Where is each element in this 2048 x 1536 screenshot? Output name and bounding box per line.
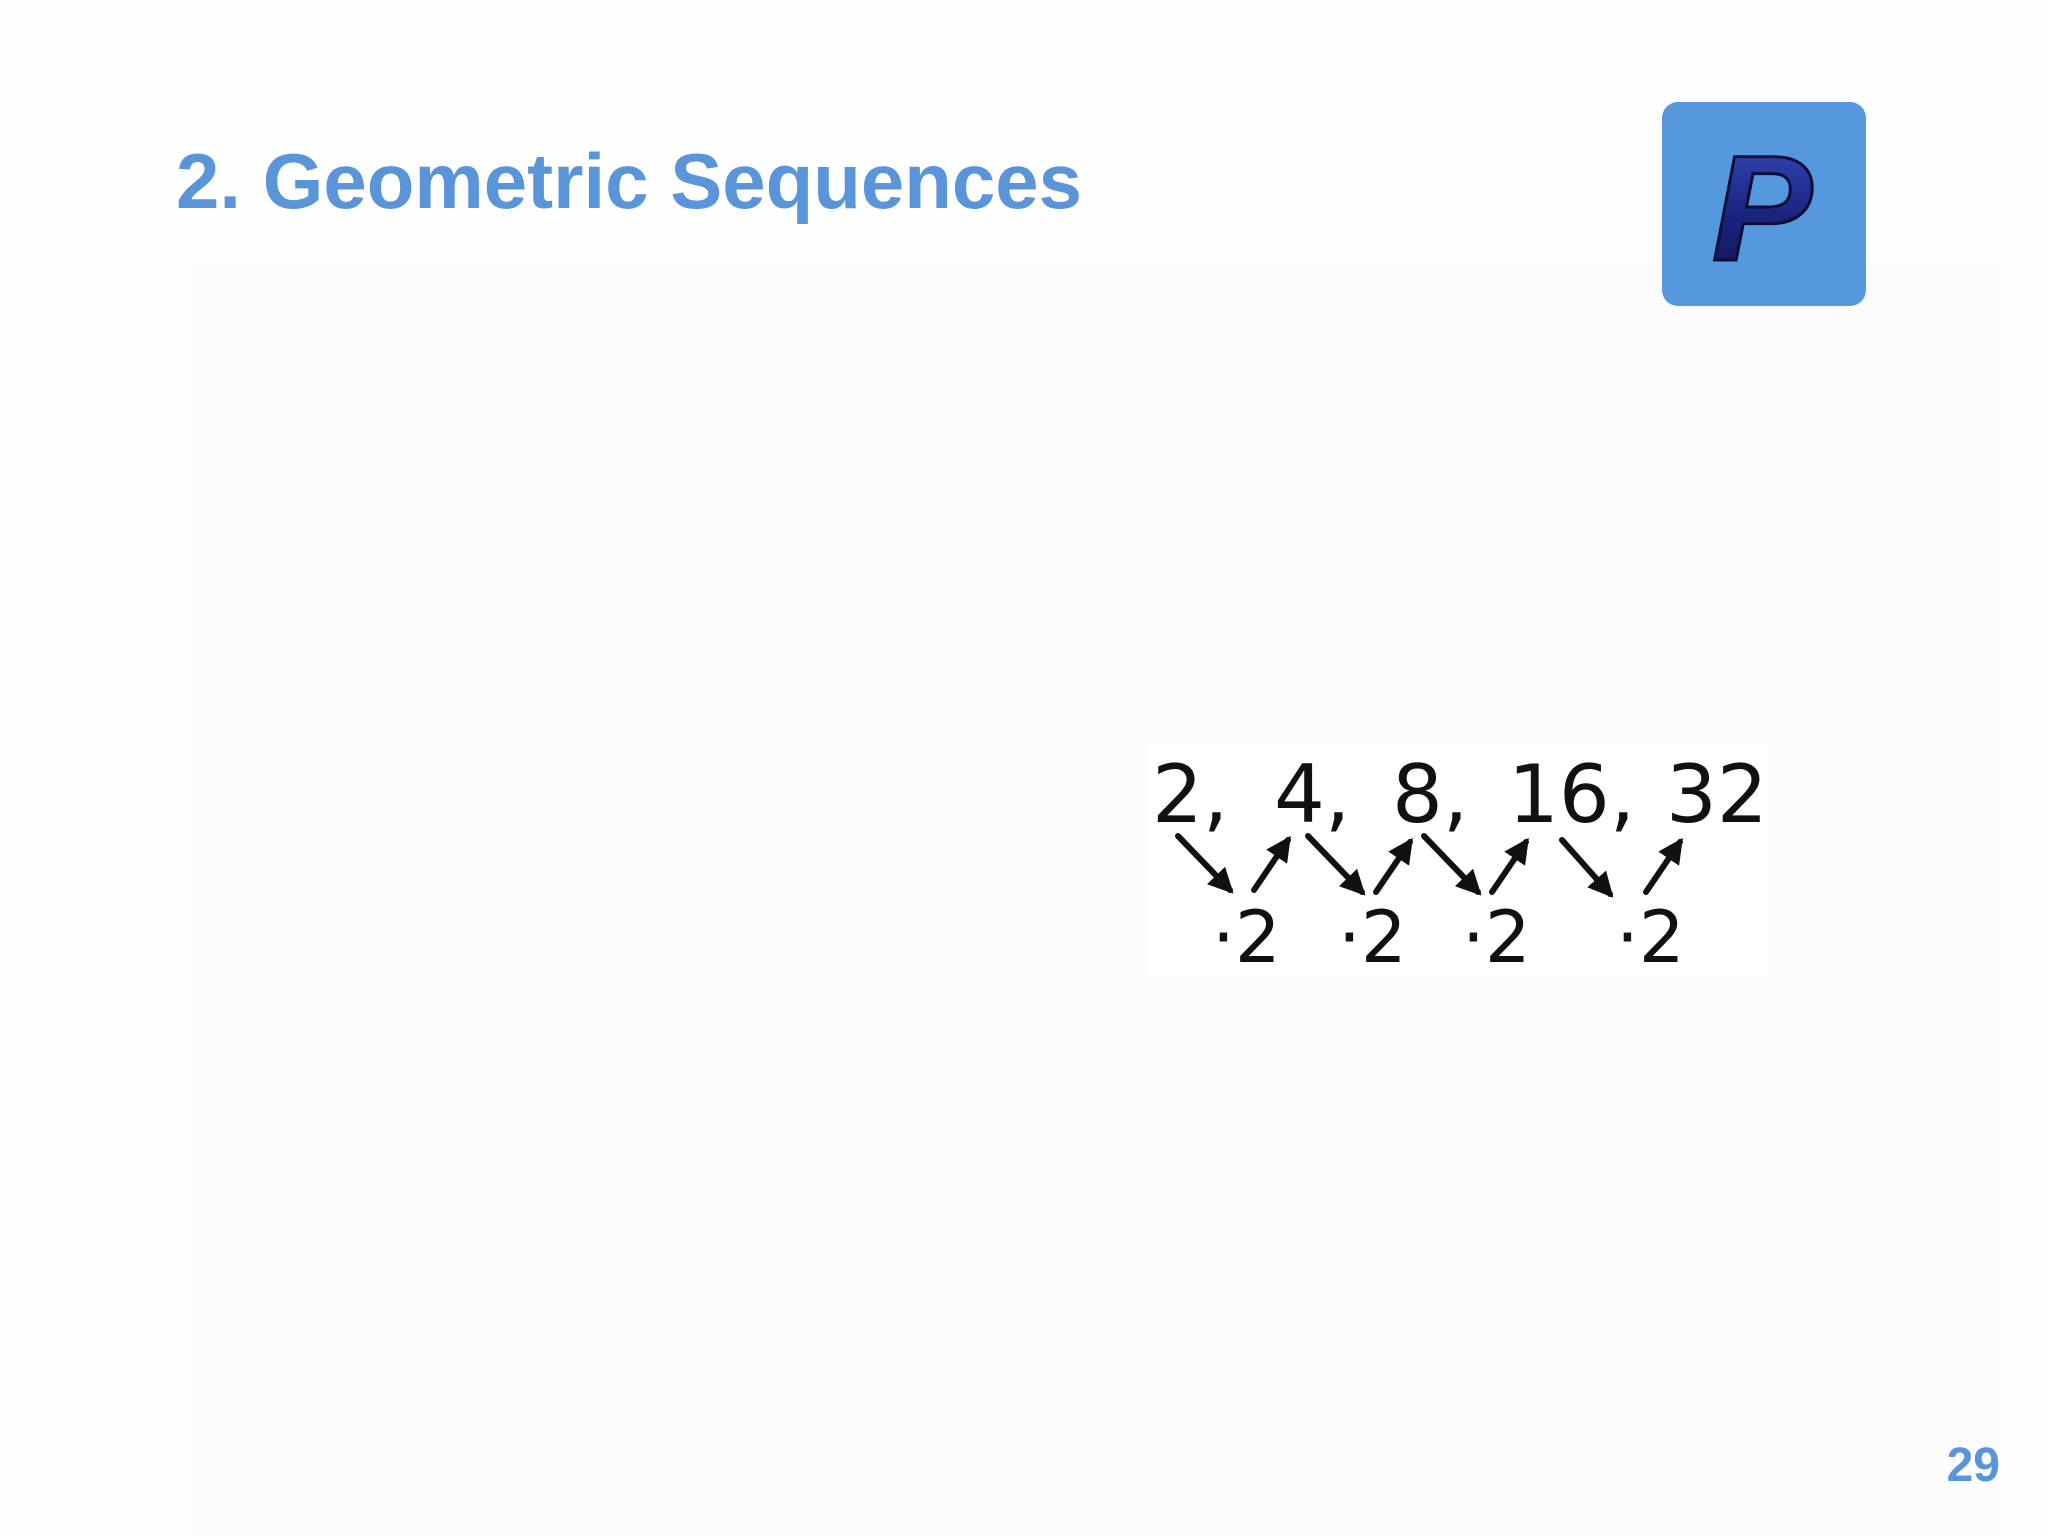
- p-logo-icon: P: [1662, 102, 1866, 306]
- sequence-term: 32: [1666, 748, 1768, 841]
- sequence-term: 16,: [1508, 748, 1635, 841]
- ratio-label: ·2: [1212, 895, 1281, 976]
- down-arrow-icon: [1421, 833, 1482, 896]
- sequence-diagram: 2, 4, 8, 16, 32 ·2 ·2 ·2 ·2: [1148, 744, 1768, 976]
- slide-title: 2. Geometric Sequences: [176, 137, 1083, 225]
- page-number: 29: [1946, 1439, 2000, 1492]
- up-arrow-icon: [1373, 837, 1413, 895]
- down-arrow-icon: [1175, 833, 1234, 894]
- up-arrow-icon: [1643, 837, 1683, 895]
- ratio-label: ·2: [1338, 895, 1407, 976]
- p-logo-graphic: P: [1710, 123, 1814, 294]
- up-arrow-icon: [1489, 837, 1529, 895]
- sequence-diagram-graphic: 2, 4, 8, 16, 32 ·2 ·2 ·2 ·2: [1152, 748, 1768, 976]
- ratio-label: ·2: [1462, 895, 1531, 976]
- down-arrow-icon: [1559, 837, 1614, 898]
- sequence-term: 2,: [1152, 748, 1228, 841]
- up-arrow-icon: [1251, 835, 1291, 893]
- sequence-term: 4,: [1274, 748, 1350, 841]
- logo-letter: P: [1712, 124, 1813, 292]
- sequence-term: 8,: [1392, 748, 1468, 841]
- ratio-label: ·2: [1616, 895, 1685, 976]
- down-arrow-icon: [1305, 833, 1366, 896]
